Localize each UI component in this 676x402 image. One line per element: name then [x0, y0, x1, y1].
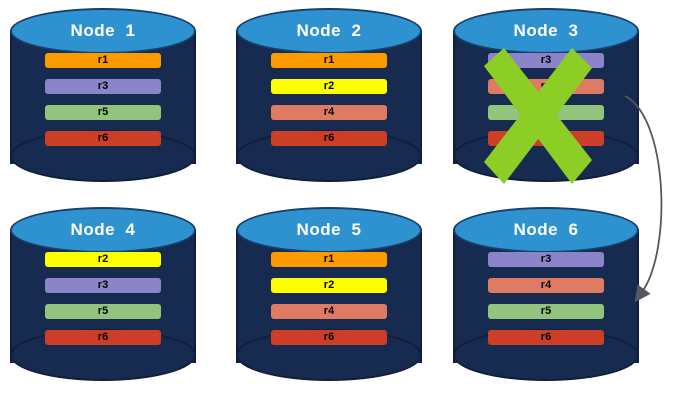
- record-bar: r6: [271, 330, 387, 345]
- record-bar: r5: [45, 105, 161, 120]
- record-bar: r6: [45, 131, 161, 146]
- record-bar: r4: [488, 278, 604, 293]
- node-1-label: Node 1: [70, 21, 136, 40]
- record-bar: r5: [488, 105, 604, 120]
- node-5-label: Node 5: [296, 220, 362, 239]
- record-bar: r1: [271, 53, 387, 68]
- cylinder-top: [453, 207, 639, 253]
- node-2-label: Node 2: [296, 21, 362, 40]
- node-3[interactable]: Node 3 r3 r4 r5 r6: [453, 8, 639, 186]
- node-1-records: r1 r3 r5 r6: [45, 53, 161, 146]
- node-4-label: Node 4: [70, 220, 136, 239]
- node-2[interactable]: Node 2 r1 r2 r4 r6: [236, 8, 422, 186]
- record-bar: r6: [488, 131, 604, 146]
- node-3-records: r3 r4 r5 r6: [488, 53, 604, 146]
- node-1[interactable]: Node 1 r1 r3 r5 r6: [10, 8, 196, 186]
- record-bar: r2: [271, 79, 387, 94]
- record-bar: r6: [45, 330, 161, 345]
- record-bar: r1: [45, 53, 161, 68]
- record-bar: r3: [488, 53, 604, 68]
- node-4[interactable]: Node 4 r2 r3 r5 r6: [10, 207, 196, 385]
- cylinder-top: [10, 207, 196, 253]
- record-bar: r2: [271, 278, 387, 293]
- record-bar: r2: [45, 252, 161, 267]
- node-6[interactable]: Node 6 r3 r4 r5 r6: [453, 207, 639, 385]
- node-6-label: Node 6: [513, 220, 579, 239]
- node-5-records: r1 r2 r4 r6: [271, 252, 387, 345]
- record-bar: r3: [45, 79, 161, 94]
- record-bar: r3: [45, 278, 161, 293]
- record-bar: r6: [488, 330, 604, 345]
- node-2-records: r1 r2 r4 r6: [271, 53, 387, 146]
- record-bar: r4: [271, 105, 387, 120]
- node-5[interactable]: Node 5 r1 r2 r4 r6: [236, 207, 422, 385]
- node-3-label: Node 3: [513, 21, 579, 40]
- record-bar: r3: [488, 252, 604, 267]
- record-bar: r1: [271, 252, 387, 267]
- record-bar: r5: [488, 304, 604, 319]
- node-4-records: r2 r3 r5 r6: [45, 252, 161, 345]
- node-6-records: r3 r4 r5 r6: [488, 252, 604, 345]
- record-bar: r5: [45, 304, 161, 319]
- record-bar: r4: [271, 304, 387, 319]
- cylinder-bottom: [236, 130, 422, 182]
- record-bar: r4: [488, 79, 604, 94]
- record-bar: r6: [271, 131, 387, 146]
